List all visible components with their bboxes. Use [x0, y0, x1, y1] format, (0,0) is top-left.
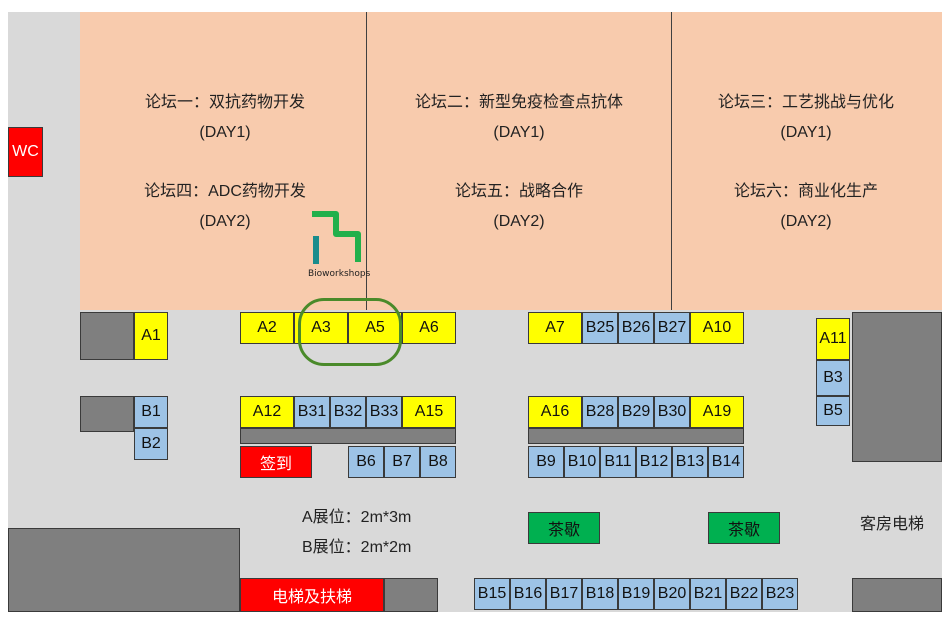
- forum-day: (DAY2): [780, 213, 832, 230]
- forum-day: (DAY2): [493, 213, 545, 230]
- booth-a19[interactable]: A19: [690, 396, 744, 428]
- booth-b23[interactable]: B23: [762, 578, 798, 610]
- booth-b2[interactable]: B2: [134, 428, 168, 460]
- booth-a12[interactable]: A12: [240, 396, 294, 428]
- hall-divider: [366, 12, 367, 310]
- hotel-elevator-label: 客房电梯: [860, 516, 925, 533]
- booth-b8[interactable]: B8: [420, 446, 456, 478]
- forum-title: 论坛四：ADC药物开发: [144, 183, 306, 200]
- booth-a11[interactable]: A11: [816, 318, 850, 360]
- booth-b14[interactable]: B14: [708, 446, 744, 478]
- booth-b20[interactable]: B20: [654, 578, 690, 610]
- wall-block: [8, 528, 240, 612]
- booth-b18[interactable]: B18: [582, 578, 618, 610]
- booth-b22[interactable]: B22: [726, 578, 762, 610]
- forum-day: (DAY1): [199, 124, 251, 141]
- booth-b6[interactable]: B6: [348, 446, 384, 478]
- forum-title: 论坛六：商业化生产: [733, 183, 878, 200]
- booth-b32[interactable]: B32: [330, 396, 366, 428]
- booth-b3[interactable]: B3: [816, 360, 850, 396]
- wall-block: [852, 312, 942, 462]
- booth-b27[interactable]: B27: [654, 312, 690, 344]
- highlight-circle: [298, 298, 402, 366]
- booth-b28[interactable]: B28: [582, 396, 618, 428]
- wc: WC: [8, 127, 43, 177]
- forum-block-3: 论坛三：工艺挑战与优化 (DAY1) 论坛六：商业化生产 (DAY2): [681, 88, 931, 237]
- booth-a10[interactable]: A10: [690, 312, 744, 344]
- booth-b17[interactable]: B17: [546, 578, 582, 610]
- tea-break-area: 茶歇: [708, 512, 780, 544]
- wall-block: [384, 578, 438, 612]
- booth-b31[interactable]: B31: [294, 396, 330, 428]
- forum-title: 论坛一：双抗药物开发: [144, 94, 305, 111]
- booth-b10[interactable]: B10: [564, 446, 600, 478]
- forum-title: 论坛五：战略合作: [454, 183, 583, 200]
- bioworkshops-logo: Bioworkshops: [306, 208, 396, 283]
- legend-b-booth: B展位：2m*2m: [302, 539, 412, 556]
- forum-day: (DAY1): [780, 124, 832, 141]
- booth-block-divider: [240, 428, 456, 444]
- booth-b21[interactable]: B21: [690, 578, 726, 610]
- booth-b13[interactable]: B13: [672, 446, 708, 478]
- forum-day: (DAY1): [493, 124, 545, 141]
- booth-block-divider: [528, 428, 744, 444]
- booth-b29[interactable]: B29: [618, 396, 654, 428]
- booth-a2[interactable]: A2: [240, 312, 294, 344]
- forum-title: 论坛三：工艺挑战与优化: [717, 94, 894, 111]
- forum-block-1: 论坛一：双抗药物开发 (DAY1) 论坛四：ADC药物开发 (DAY2): [100, 88, 350, 237]
- booth-b15[interactable]: B15: [474, 578, 510, 610]
- booth-b12[interactable]: B12: [636, 446, 672, 478]
- booth-a16[interactable]: A16: [528, 396, 582, 428]
- tea-break-area: 茶歇: [528, 512, 600, 544]
- booth-a6[interactable]: A6: [402, 312, 456, 344]
- legend-a-booth: A展位：2m*3m: [302, 509, 412, 526]
- booth-b33[interactable]: B33: [366, 396, 402, 428]
- booth-b26[interactable]: B26: [618, 312, 654, 344]
- hall-divider: [671, 12, 672, 310]
- booth-a15[interactable]: A15: [402, 396, 456, 428]
- forum-block-2: 论坛二：新型免疫检查点抗体 (DAY1) 论坛五：战略合作 (DAY2): [379, 88, 659, 237]
- elevator-escalator: 电梯及扶梯: [240, 578, 384, 612]
- logo-mark-icon: [312, 211, 361, 264]
- wall-block: [80, 312, 134, 360]
- booth-b7[interactable]: B7: [384, 446, 420, 478]
- forum-title: 论坛二：新型免疫检查点抗体: [414, 94, 623, 111]
- booth-a7[interactable]: A7: [528, 312, 582, 344]
- booth-b1[interactable]: B1: [134, 396, 168, 428]
- booth-b11[interactable]: B11: [600, 446, 636, 478]
- booth-b19[interactable]: B19: [618, 578, 654, 610]
- booth-b9[interactable]: B9: [528, 446, 564, 478]
- booth-b25[interactable]: B25: [582, 312, 618, 344]
- booth-a1[interactable]: A1: [134, 312, 168, 360]
- logo-text: Bioworkshops: [308, 269, 371, 279]
- forum-hall: [80, 12, 942, 310]
- checkin-desk: 签到: [240, 446, 312, 478]
- booth-b5[interactable]: B5: [816, 396, 850, 426]
- booth-b30[interactable]: B30: [654, 396, 690, 428]
- forum-day: (DAY2): [199, 213, 251, 230]
- wall-block: [80, 396, 134, 432]
- wall-block: [852, 578, 942, 612]
- booth-b16[interactable]: B16: [510, 578, 546, 610]
